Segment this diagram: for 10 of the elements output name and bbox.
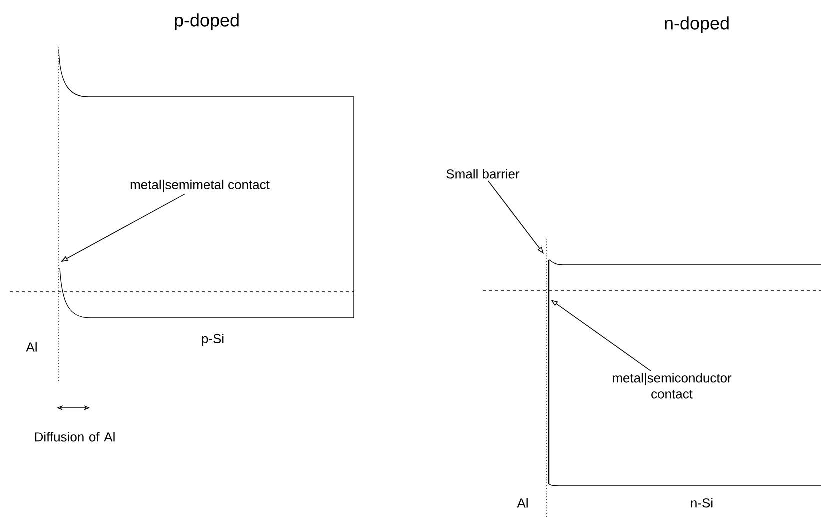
text-label: n-Si — [691, 498, 713, 508]
text-label: Al — [26, 342, 37, 352]
panel-title: n-doped — [665, 16, 729, 34]
text-label: Al — [517, 498, 528, 508]
annotation-text: metal|semimetal contact — [130, 180, 270, 192]
text-label: Diffusion of Al — [35, 432, 115, 442]
text-label: p-Si — [202, 334, 224, 346]
annotation-text: Small barrier — [446, 169, 520, 179]
annotation-text: metal|semiconductor contact — [613, 373, 732, 399]
panel-title: p-doped — [175, 14, 239, 30]
